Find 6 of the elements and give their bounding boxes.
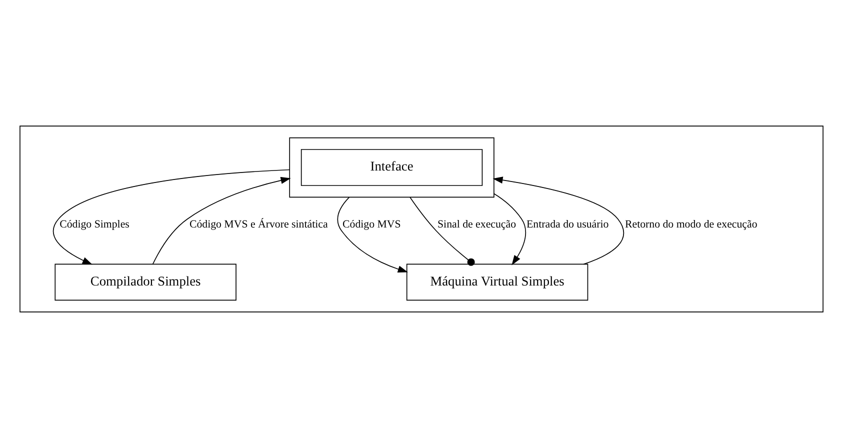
edge-label: Código MVS e Árvore sintática [189, 218, 328, 231]
edge-label: Entrada do usuário [526, 218, 609, 231]
edge-label: Retorno do modo de execução [625, 218, 758, 231]
edge-label: Código Simples [60, 218, 130, 231]
edge-label: Sinal de execução [438, 218, 516, 231]
edge-label: Código MVS [342, 218, 401, 231]
